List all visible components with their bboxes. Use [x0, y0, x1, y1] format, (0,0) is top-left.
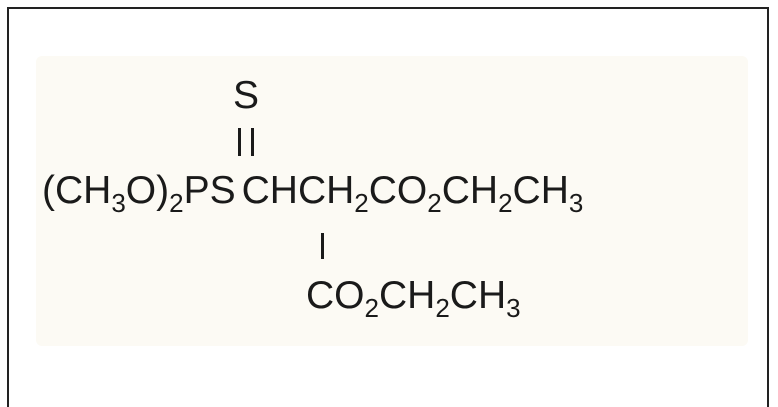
branch-formula-line: CO2CH2CH3 [306, 274, 521, 323]
double-bond-line-right [251, 128, 254, 156]
ester-chain: CHCH2CO2CH2CH3 [241, 169, 584, 218]
phosphorus-sulfur: PS [183, 169, 236, 212]
double-bond-line-left [238, 128, 241, 156]
figure-frame [7, 7, 769, 407]
methoxy-group: (CH3O)2 [42, 169, 184, 218]
branch-bond-line [321, 233, 324, 259]
sulfur-atom-top: S [233, 74, 260, 117]
